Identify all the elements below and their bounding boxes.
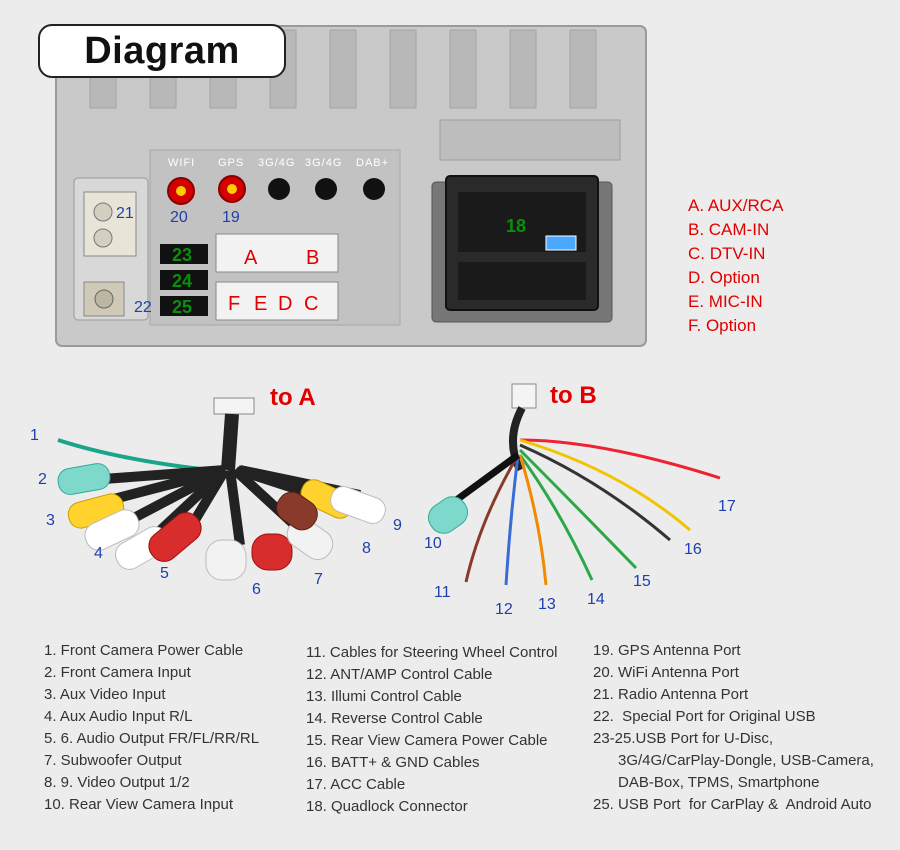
legend-column-2: 11. Cables for Steering Wheel Control 12… — [306, 642, 558, 818]
harness-number: 9 — [393, 517, 402, 534]
legend-column-1: 1. Front Camera Power Cable 2. Front Cam… — [44, 640, 259, 816]
connector-legend-item: D. Option — [688, 268, 760, 287]
legend-item: 16. BATT+ & GND Cables — [306, 754, 480, 771]
harness-number: 12 — [495, 601, 513, 618]
legend-item: 14. Reverse Control Cable — [306, 710, 483, 727]
plug-letter-e: E — [254, 293, 267, 315]
antenna-label: WIFI — [168, 157, 195, 169]
harness-number: 6 — [252, 581, 261, 598]
harness-number: 4 — [94, 545, 103, 562]
harness-number: 11 — [434, 584, 451, 601]
port-number-22: 22 — [134, 299, 152, 316]
harness-number: 13 — [538, 596, 556, 613]
port-number-20: 20 — [170, 209, 188, 226]
legend-item: 22. Special Port for Original USB — [593, 708, 816, 725]
port-number-21: 21 — [116, 205, 134, 222]
harness-number: 3 — [46, 512, 55, 529]
legend-item: 20. WiFi Antenna Port — [593, 664, 739, 681]
harness-number: 7 — [314, 571, 323, 588]
legend-item: 8. 9. Video Output 1/2 — [44, 774, 190, 791]
harness-number: 1 — [30, 427, 39, 444]
antenna-label: DAB+ — [356, 157, 389, 169]
harness-number: 14 — [587, 591, 605, 608]
legend-item: 11. Cables for Steering Wheel Control — [306, 644, 558, 661]
harness-number: 17 — [718, 498, 736, 515]
connector-legend-item: C. DTV-IN — [688, 244, 766, 263]
legend-item: 21. Radio Antenna Port — [593, 686, 749, 703]
legend-item: DAB-Box, TPMS, Smartphone — [593, 774, 820, 791]
legend-item: 7. Subwoofer Output — [44, 752, 182, 769]
legend-item: 25. USB Port for CarPlay & Android Auto — [593, 796, 872, 813]
head-unit-back-panel — [55, 25, 647, 347]
port-number-18: 18 — [506, 216, 526, 236]
legend-item: 12. ANT/AMP Control Cable — [306, 666, 493, 683]
diagram-title: Diagram — [38, 24, 286, 78]
plug-letter-a: A — [244, 247, 258, 269]
harness-b-illustration — [428, 383, 721, 586]
harness-number: 5 — [160, 565, 169, 582]
antenna-labels: WIFI GPS 3G/4G 3G/4G DAB+ — [168, 157, 389, 169]
harness-a-illustration — [57, 397, 386, 581]
legend-item: 2. Front Camera Input — [44, 664, 191, 681]
legend-item: 15. Rear View Camera Power Cable — [306, 732, 548, 749]
port-number-24: 24 — [172, 271, 192, 291]
harness-a-numbers: 1 2 3 4 5 6 7 8 9 — [30, 427, 402, 598]
legend-column-3: 19. GPS Antenna Port 20. WiFi Antenna Po… — [593, 640, 874, 816]
plug-letter-c: C — [304, 293, 318, 315]
legend-item: 3. Aux Video Input — [44, 686, 166, 703]
connector-legend-item: E. MIC-IN — [688, 292, 763, 311]
antenna-label: GPS — [218, 157, 244, 169]
plug-letter-b: B — [306, 247, 319, 269]
antenna-label: 3G/4G — [305, 157, 342, 169]
plug-letter-f: F — [228, 293, 240, 315]
harness-number: 8 — [362, 540, 371, 557]
antenna-label: 3G/4G — [258, 157, 295, 169]
legend-item: 17. ACC Cable — [306, 776, 406, 793]
legend-item: 10. Rear View Camera Input — [44, 796, 233, 813]
legend-item: 18. Quadlock Connector — [306, 798, 468, 815]
legend-item: 19. GPS Antenna Port — [593, 642, 741, 659]
harness-number: 15 — [633, 573, 651, 590]
port-number-25: 25 — [172, 297, 192, 317]
legend-item: 1. Front Camera Power Cable — [44, 642, 244, 659]
harness-number: 10 — [424, 535, 442, 552]
port-number-23: 23 — [172, 245, 192, 265]
port-number-19: 19 — [222, 209, 240, 226]
harness-number: 16 — [684, 541, 702, 558]
harness-a-label: to A — [270, 384, 316, 411]
legend-item: 3G/4G/CarPlay-Dongle, USB-Camera, — [593, 752, 874, 769]
connector-legend-item: A. AUX/RCA — [688, 196, 784, 215]
harness-b-numbers: 10 11 12 13 14 15 16 17 — [424, 498, 736, 618]
connector-legend-item: B. CAM-IN — [688, 220, 770, 239]
legend-item: 4. Aux Audio Input R/L — [44, 708, 193, 725]
harness-number: 2 — [38, 471, 47, 488]
connector-legend: A. AUX/RCA B. CAM-IN C. DTV-IN D. Option… — [688, 194, 783, 338]
legend-item: 23-25.USB Port for U-Disc, — [593, 730, 774, 747]
legend-item: 13. Illumi Control Cable — [306, 688, 462, 705]
connector-legend-item: F. Option — [688, 316, 757, 335]
legend-item: 5. 6. Audio Output FR/FL/RR/RL — [44, 730, 260, 747]
harness-b-label: to B — [550, 382, 597, 409]
plug-letter-d: D — [278, 293, 292, 315]
